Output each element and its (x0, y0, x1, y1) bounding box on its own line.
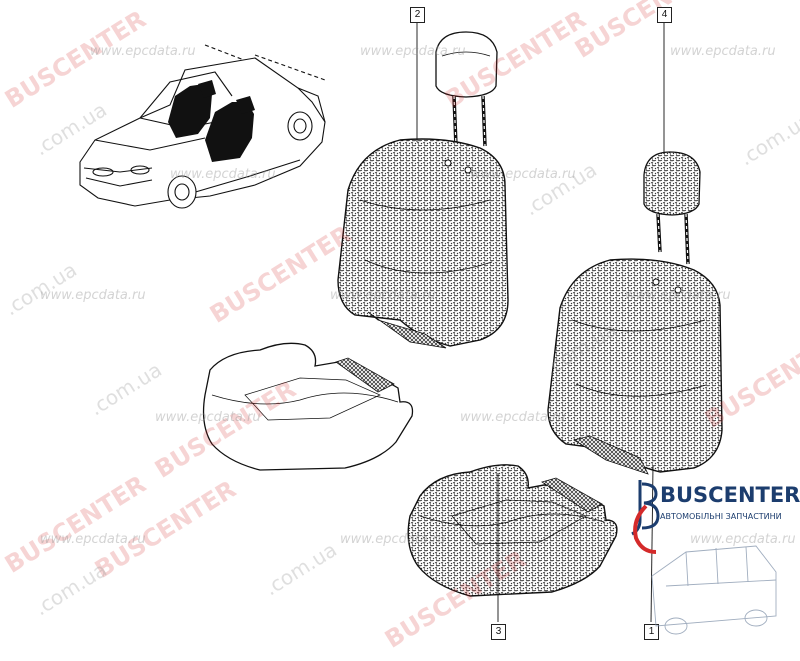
callout-part-4[interactable]: 4 (657, 7, 672, 23)
callout-leader-lines (416, 23, 665, 623)
headrest-part-2[interactable] (435, 31, 498, 147)
car-illustration (79, 44, 326, 209)
callout-part-2[interactable]: 2 (410, 7, 425, 23)
seat-cushion-part-3[interactable] (407, 464, 618, 597)
callout-part-3[interactable]: 3 (491, 624, 506, 640)
buscenter-logo: BUSCENTER АВТОМОБІЛЬНІ ЗАПЧАСТИНИ (626, 476, 800, 656)
logo-brand-name: BUSCENTER (660, 483, 800, 507)
logo-mark-icon (631, 480, 777, 635)
seatback-part-1[interactable] (547, 258, 723, 475)
callout-part-1[interactable]: 1 (644, 624, 659, 640)
seatback-part-2[interactable] (337, 138, 509, 349)
car-seats-highlight (168, 80, 255, 162)
headrest-part-4[interactable] (643, 151, 701, 265)
seat-cushion-foam[interactable] (202, 342, 414, 471)
logo-brand-subtitle: АВТОМОБІЛЬНІ ЗАПЧАСТИНИ (660, 512, 782, 521)
